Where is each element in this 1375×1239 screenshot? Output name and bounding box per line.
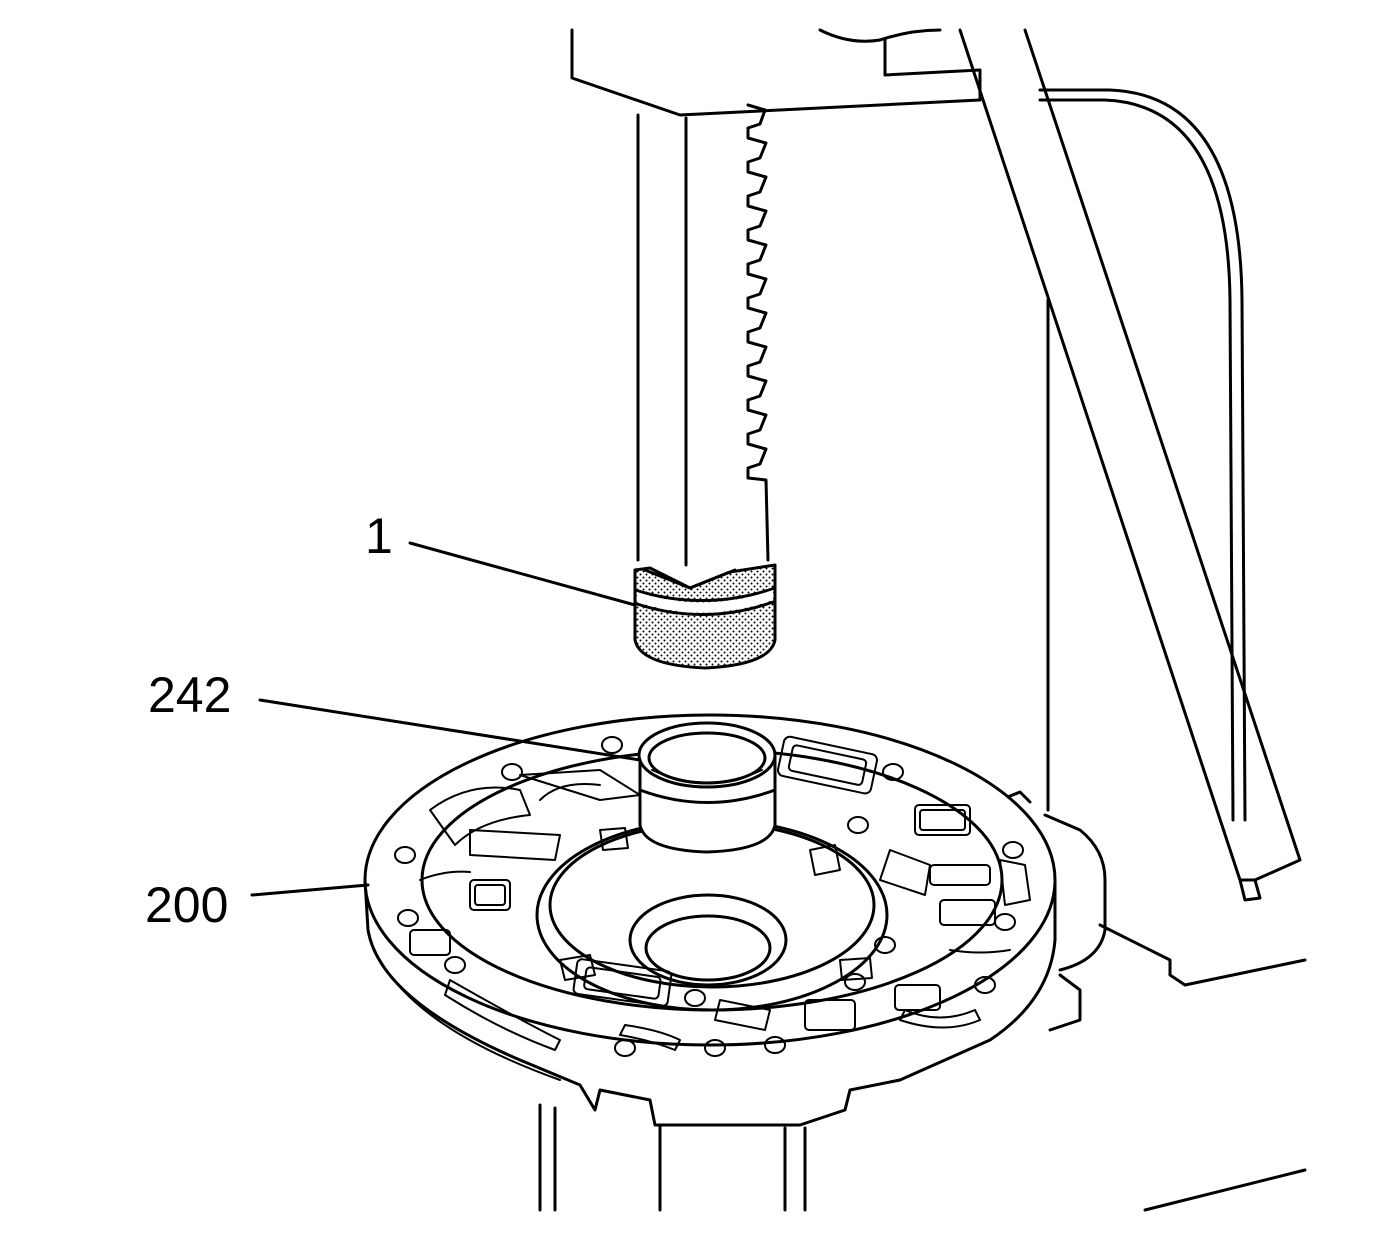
leader-line-200 [250,883,370,897]
leader-line-1 [408,541,637,607]
press-frame [538,28,1307,1212]
fluid-channels [409,735,1031,1051]
callout-label-242: 242 [148,667,231,723]
leader-line-242 [258,698,642,762]
bolt-holes [394,736,1024,1057]
bushing [637,721,777,854]
callout-label-1: 1 [365,508,393,564]
callout-1: 1 [365,508,637,607]
callout-242: 242 [148,667,642,762]
press-ram [636,103,770,567]
callout-200: 200 [145,877,370,933]
installer-tool [633,563,777,670]
callout-label-200: 200 [145,877,228,933]
